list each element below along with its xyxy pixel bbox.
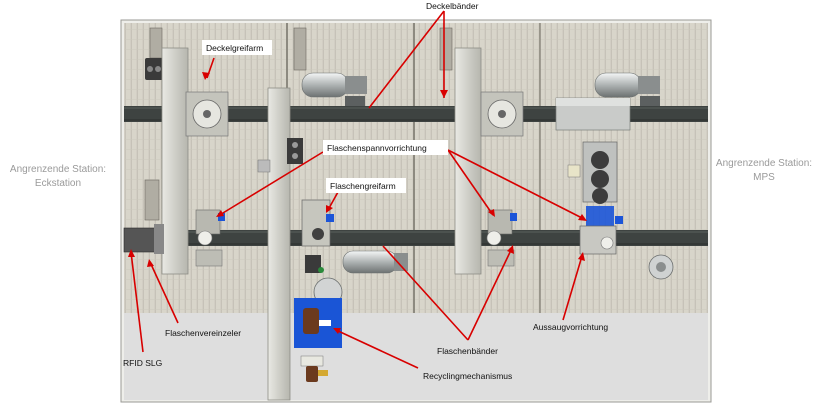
- recycling-panel: [294, 277, 343, 382]
- mount-bolt: [155, 66, 161, 72]
- vertical-rail: [267, 87, 291, 401]
- hub-unit: [555, 97, 631, 131]
- side-right-line2: MPS: [753, 172, 775, 183]
- leader-lines: [128, 10, 587, 369]
- reel: [648, 254, 674, 280]
- mount-bracket: [149, 27, 163, 59]
- mount-bracket: [293, 27, 307, 71]
- deckel-gripper-right: [480, 91, 524, 137]
- side-left-line2: Eckstation: [35, 178, 81, 189]
- vertical-rail: [161, 47, 189, 275]
- floor-area: [124, 313, 708, 400]
- suction-unit: [567, 141, 623, 255]
- mount-bolt: [147, 66, 153, 72]
- mount-bracket: [144, 179, 160, 221]
- mount-bracket: [145, 58, 163, 80]
- motor: [594, 72, 660, 106]
- deckel-gripper-left: [185, 91, 229, 137]
- label-flaschenbaender: Flaschenbänder: [437, 346, 498, 356]
- label-deckelgreifarm: Deckelgreifarm: [206, 43, 263, 53]
- label-rfid: RFID SLG: [123, 358, 162, 368]
- label-deckelbaender: Deckelbänder: [426, 1, 479, 11]
- sensor-lens: [292, 153, 298, 159]
- mount-bracket: [439, 27, 453, 71]
- label-flaschenspannvorrichtung: Flaschenspannvorrichtung: [327, 143, 427, 153]
- label-box-deckelgreifarm: [202, 40, 272, 55]
- sensor-lens: [292, 142, 298, 148]
- label-recycling: Recyclingmechanismus: [423, 371, 512, 381]
- sensor-block: [287, 138, 303, 164]
- side-right-line1: Angrenzende Station:: [716, 158, 812, 169]
- terminal-block: [257, 159, 271, 173]
- label-flaschenvereinzeler: Flaschenvereinzeler: [165, 328, 241, 338]
- motor: [301, 72, 367, 106]
- motor: [342, 250, 408, 274]
- label-box-flaschenspann: [323, 140, 448, 155]
- label-box-flaschengreifarm: [326, 178, 406, 193]
- rfid-reader: [123, 224, 164, 254]
- bottle-gripper: [301, 199, 334, 273]
- side-left-line1: Angrenzende Station:: [10, 164, 106, 175]
- label-flaschengreifarm: Flaschengreifarm: [330, 181, 396, 191]
- label-aussaugvorrichtung: Aussaugvorrichtung: [533, 322, 608, 332]
- bottle-clamp-left: [195, 209, 225, 267]
